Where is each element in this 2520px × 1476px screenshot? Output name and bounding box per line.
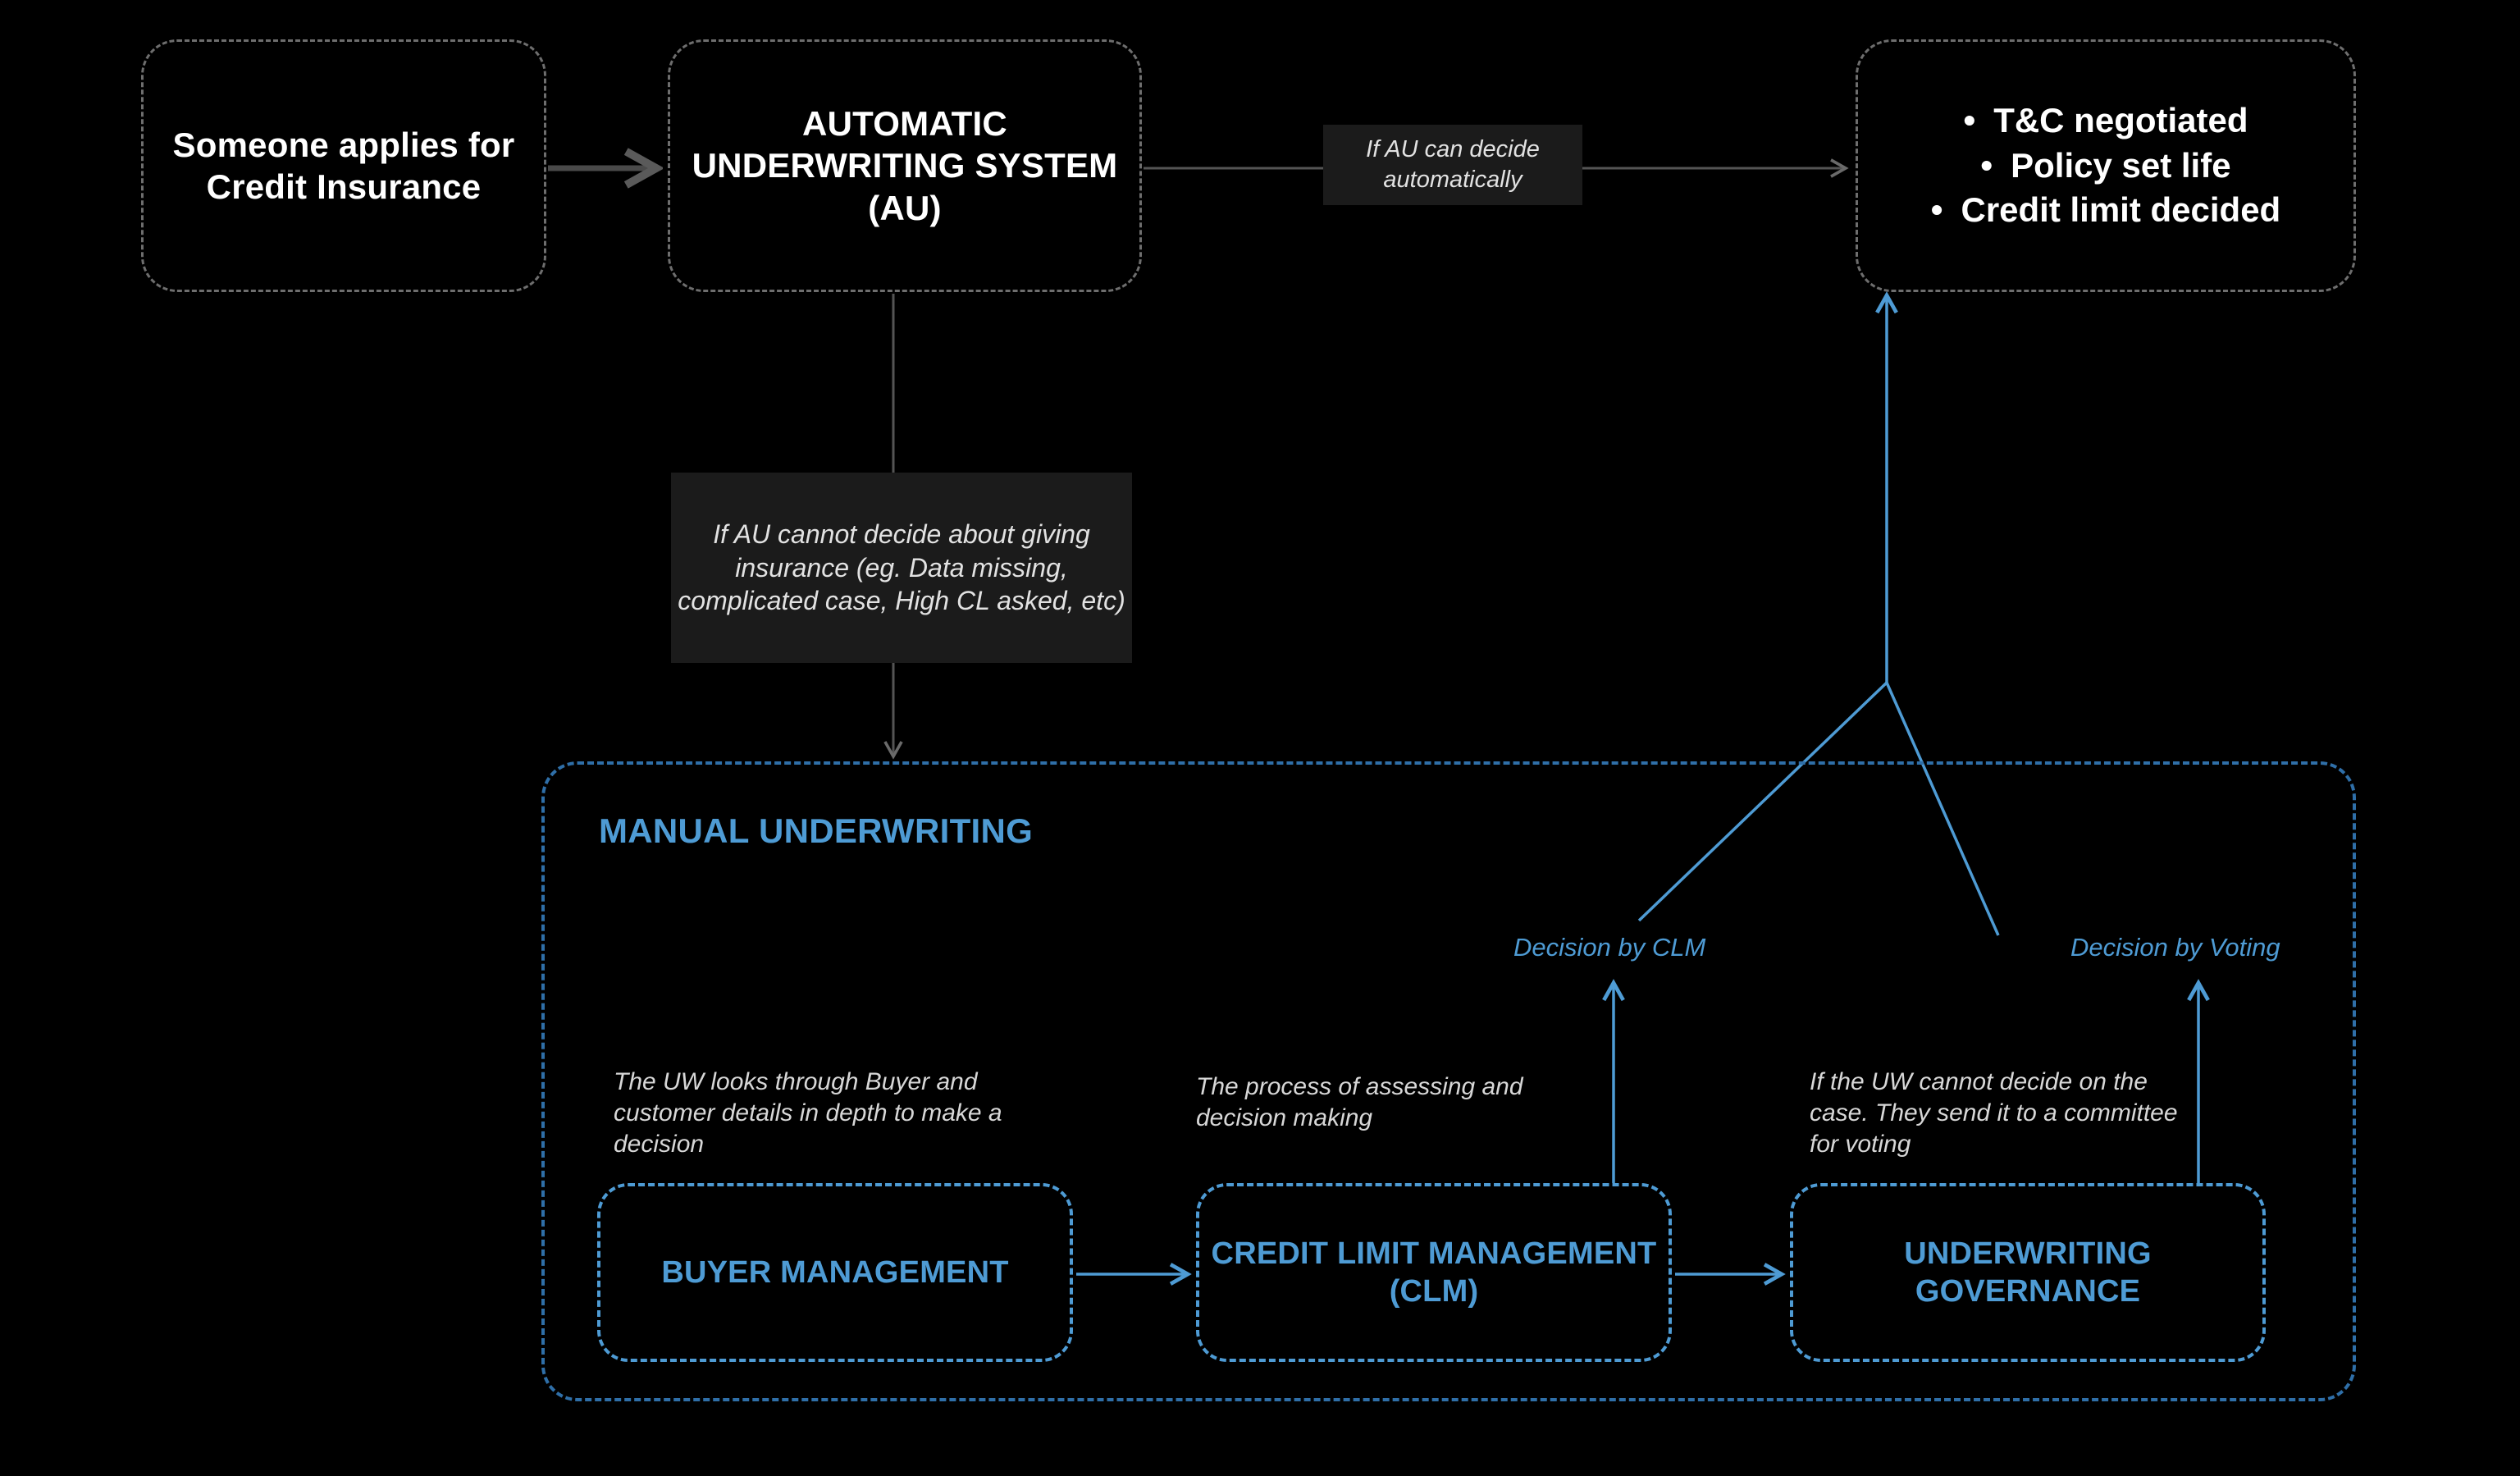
group-manual-underwriting-heading: MANUAL UNDERWRITING	[599, 811, 1034, 850]
node-underwriting-governance-label: UNDERWRITING GOVERNANCE	[1904, 1236, 2152, 1309]
node-buyer-management[interactable]: BUYER MANAGEMENT	[597, 1183, 1073, 1362]
list-item: T&C negotiated	[1931, 98, 2280, 144]
node-credit-limit-management[interactable]: CREDIT LIMIT MANAGEMENT (CLM)	[1196, 1183, 1672, 1362]
edge-label-au-cannot-decide: If AU cannot decide about giving insuran…	[671, 473, 1132, 663]
node-credit-limit-management-label: CREDIT LIMIT MANAGEMENT (CLM)	[1211, 1236, 1657, 1309]
edge-label-au-cannot-decide-text: If AU cannot decide about giving insuran…	[678, 519, 1125, 616]
note-underwriting-governance: If the UW cannot decide on the case. The…	[1810, 1068, 2178, 1158]
note-buyer-management: The UW looks through Buyer and customer …	[614, 1068, 1002, 1158]
group-manual-underwriting[interactable]	[541, 761, 2356, 1401]
node-underwriting-governance[interactable]: UNDERWRITING GOVERNANCE	[1790, 1183, 2266, 1362]
node-someone-applies[interactable]: Someone applies for Credit Insurance	[141, 39, 546, 292]
node-automatic-underwriting-system-label: AUTOMATIC UNDERWRITING SYSTEM (AU)	[692, 104, 1118, 227]
edge-label-au-can-decide: If AU can decide automatically	[1323, 125, 1582, 205]
node-automatic-underwriting-system[interactable]: AUTOMATIC UNDERWRITING SYSTEM (AU)	[668, 39, 1142, 292]
node-buyer-management-label: BUYER MANAGEMENT	[661, 1254, 1009, 1290]
edge-label-decision-by-clm: Decision by CLM	[1513, 933, 1706, 962]
node-someone-applies-label: Someone applies for Credit Insurance	[172, 125, 515, 206]
list-item: Credit limit decided	[1931, 188, 2280, 233]
node-policy-outcome[interactable]: T&C negotiated Policy set life Credit li…	[1856, 39, 2356, 292]
edge-label-au-can-decide-text: If AU can decide automatically	[1366, 135, 1540, 193]
policy-outcome-bullets: T&C negotiated Policy set life Credit li…	[1931, 98, 2280, 233]
edge-label-decision-by-voting: Decision by Voting	[2070, 933, 2280, 962]
list-item: Policy set life	[1931, 144, 2280, 189]
note-credit-limit-management: The process of assessing and decision ma…	[1196, 1073, 1523, 1131]
